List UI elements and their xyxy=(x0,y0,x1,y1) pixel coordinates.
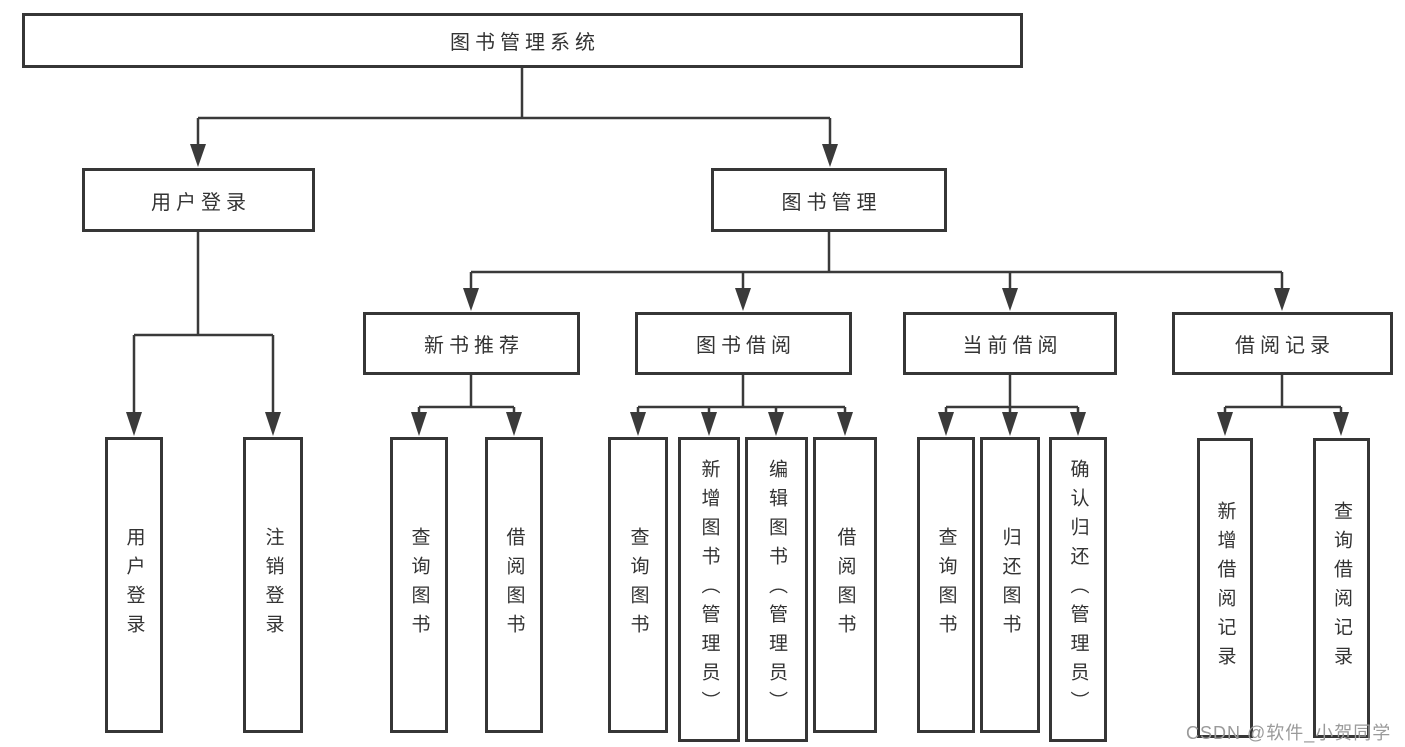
leaf-recommend-query-books: 查询图书 xyxy=(390,437,448,733)
node-user-login: 用户登录 xyxy=(82,168,315,232)
leaf-borrow-query-books: 查询图书 xyxy=(608,437,668,733)
csdn-watermark: CSDN @软件_小贺同学 xyxy=(1186,723,1392,743)
node-book-management: 图书管理 xyxy=(711,168,947,232)
node-current-borrow: 当前借阅 xyxy=(903,312,1117,375)
node-root-system: 图书管理系统 xyxy=(22,13,1023,68)
leaf-add-books-admin: 新增图书（管理员） xyxy=(678,437,740,742)
leaf-return-books: 归还图书 xyxy=(980,437,1040,733)
node-new-book-recommend: 新书推荐 xyxy=(363,312,580,375)
leaf-recommend-borrow-books: 借阅图书 xyxy=(485,437,543,733)
leaf-query-borrow-record: 查询借阅记录 xyxy=(1313,438,1370,738)
leaf-confirm-return-admin: 确认归还（管理员） xyxy=(1049,437,1107,742)
node-book-borrow: 图书借阅 xyxy=(635,312,852,375)
leaf-edit-books-admin: 编辑图书（管理员） xyxy=(745,437,808,742)
leaf-add-borrow-record: 新增借阅记录 xyxy=(1197,438,1253,738)
leaf-current-query-books: 查询图书 xyxy=(917,437,975,733)
node-borrow-records: 借阅记录 xyxy=(1172,312,1393,375)
leaf-borrow-books: 借阅图书 xyxy=(813,437,877,733)
leaf-logout: 注销登录 xyxy=(243,437,303,733)
leaf-user-login: 用户登录 xyxy=(105,437,163,733)
